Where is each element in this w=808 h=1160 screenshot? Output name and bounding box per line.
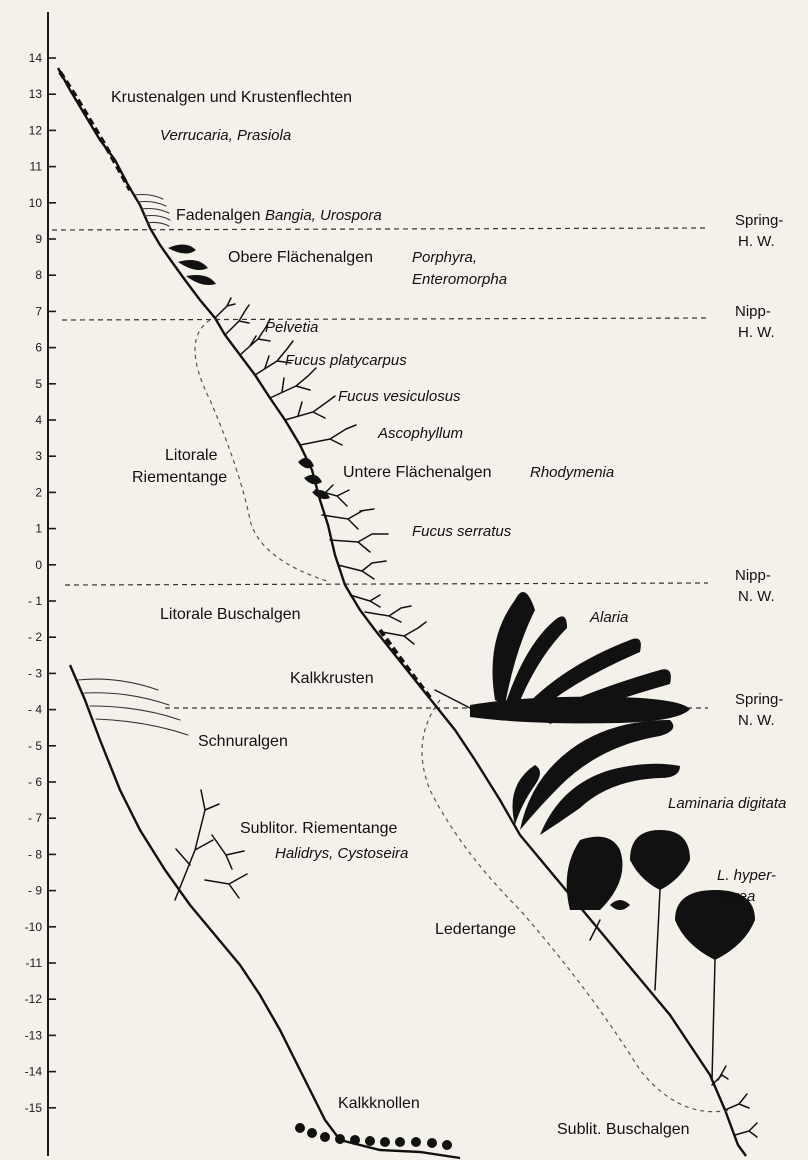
ascophyllum-label: Ascophyllum <box>377 425 463 442</box>
axis-tick-label: 12 <box>29 123 43 137</box>
axis-tick-label: - 3 <box>28 666 42 680</box>
fadenalgen-threads <box>135 195 170 227</box>
nipp-nw-label-2: N. W. <box>738 588 775 605</box>
verrucaria-label: Verrucaria, Prasiola <box>160 127 291 144</box>
axis-tick-label: 9 <box>35 232 42 246</box>
nipp-hw-label-2: H. W. <box>738 324 775 341</box>
axis-tick-label: -13 <box>25 1028 43 1042</box>
axis-tick-label: - 8 <box>28 847 42 861</box>
ledertange-label: Ledertange <box>435 921 516 938</box>
axis-tick-label: -11 <box>26 956 43 970</box>
l-hyperborea-label-1: L. hyper- <box>717 867 776 884</box>
axis-tick-label: 10 <box>29 196 43 210</box>
axis-tick-label: -10 <box>25 920 43 934</box>
nipp-hw-label-1: Nipp- <box>735 303 771 320</box>
nipp-hw-line <box>62 318 708 320</box>
axis-tick-label: - 7 <box>28 811 42 825</box>
axis-tick-label: 3 <box>35 449 42 463</box>
axis-tick-label: 4 <box>35 413 42 427</box>
spring-nw-label-1: Spring- <box>735 691 783 708</box>
litorale-riementange-label-1: Litorale <box>165 447 218 464</box>
kalkknollen-label: Kalkknollen <box>338 1095 420 1112</box>
spring-hw-label-1: Spring- <box>735 212 783 229</box>
axis-tick-label: 8 <box>35 268 42 282</box>
zone-labels: Krustenalgen und Krustenflechten Verruca… <box>111 89 786 1138</box>
halidrys-label: Halidrys, Cystoseira <box>275 845 408 862</box>
level-labels: Spring- H. W. Nipp- H. W. Nipp- N. W. Sp… <box>735 212 783 729</box>
axis-tick-label: 2 <box>35 485 42 499</box>
litorale-riementange-label-2: Riementange <box>132 469 227 486</box>
kalkknollen-nodules <box>295 1123 452 1150</box>
porphyra-label: Porphyra, <box>412 249 477 266</box>
fucus-serratus-label: Fucus serratus <box>412 523 512 540</box>
axis-tick-label: 0 <box>35 558 42 572</box>
axis-tick-label: 14 <box>29 51 43 65</box>
kalkkrusten-label: Kalkkrusten <box>290 670 374 687</box>
sublit-buschalgen-label: Sublit. Buschalgen <box>557 1121 690 1138</box>
axis-tick-label: 11 <box>30 160 43 174</box>
nipp-nw-label-1: Nipp- <box>735 567 771 584</box>
fucus-platycarpus-label: Fucus platycarpus <box>285 352 407 369</box>
axis-tick-label: 1 <box>35 522 42 536</box>
axis-tick-label: - 1 <box>28 594 42 608</box>
axis-tick-label: -14 <box>25 1065 43 1079</box>
axis-tick-label: -15 <box>25 1101 43 1115</box>
obere-flaechenalgen-label: Obere Flächenalgen <box>228 249 373 266</box>
enteromorpha-label: Enteromorpha <box>412 271 507 288</box>
untere-flaechenalgen-label: Untere Flächenalgen <box>343 464 492 481</box>
axis-tick-label: 6 <box>35 341 42 355</box>
laminaria-digitata-kelp <box>513 720 681 835</box>
axis-tick-label: - 6 <box>28 775 42 789</box>
axis-tick-label: - 2 <box>28 630 42 644</box>
fadenalgen-label: Fadenalgen Bangia, Urospora <box>176 207 382 224</box>
nipp-nw-line <box>65 583 708 585</box>
fucus-vesiculosus-label: Fucus vesiculosus <box>338 388 461 405</box>
schnuralgen-label: Schnuralgen <box>198 733 288 750</box>
pelvetia-label: Pelvetia <box>265 319 318 336</box>
litorale-buschalgen-label: Litorale Buschalgen <box>160 606 301 623</box>
sublitor-riementange-label: Sublitor. Riementange <box>240 820 398 837</box>
kalkkrusten-coating <box>380 630 432 700</box>
alaria-kelp <box>435 592 690 724</box>
axis-tick-label: 5 <box>35 377 42 391</box>
axis-tick-label: - 9 <box>28 884 42 898</box>
axis-tick-label: - 5 <box>28 739 42 753</box>
alaria-label: Alaria <box>589 609 628 626</box>
laminaria-digitata-label: Laminaria digitata <box>668 795 786 812</box>
axis-tick-label: -12 <box>25 992 43 1006</box>
axis-tick-label: 7 <box>35 304 42 318</box>
axis-tick-label: 13 <box>29 87 43 101</box>
spring-nw-label-2: N. W. <box>738 712 775 729</box>
axis-tick-label: - 4 <box>28 703 42 717</box>
untere-flaechenalgen-blades <box>298 458 330 499</box>
rhodymenia-label: Rhodymenia <box>530 464 614 481</box>
sublitor-riementange-branches <box>175 790 247 900</box>
krustenalgen-label: Krustenalgen und Krustenflechten <box>111 89 352 106</box>
spring-hw-label-2: H. W. <box>738 233 775 250</box>
l-hyperborea-label-2: borea <box>717 888 755 905</box>
sublit-buschalgen-branches <box>712 1066 757 1137</box>
